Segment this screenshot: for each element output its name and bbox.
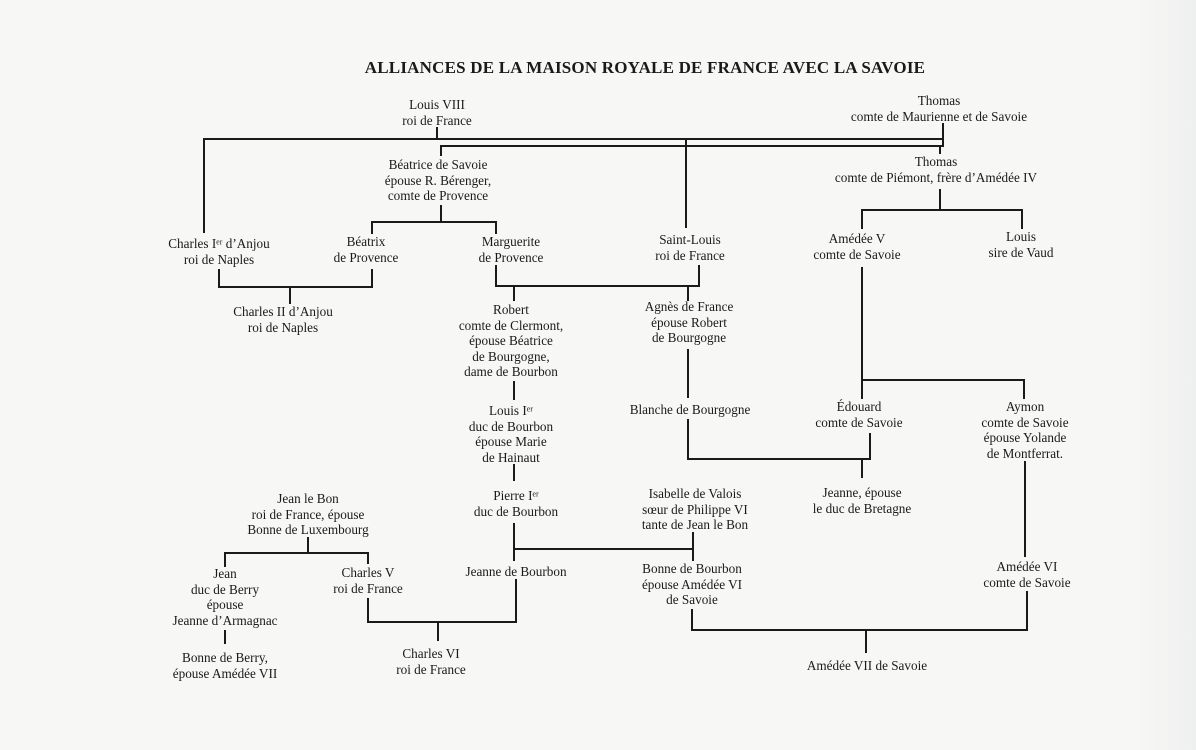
- person-amedee-vii: Amédée VII de Savoie: [806, 658, 928, 673]
- person-bonne-de-berry: Bonne de Berry,épouse Amédée VII: [172, 650, 278, 681]
- person-jeanne-de-bourbon: Jeanne de Bourbon: [465, 564, 567, 579]
- connector-thomas-maurienne: [440, 123, 944, 156]
- connector-charles-vi: [367, 579, 517, 641]
- connector-pierre-isabelle: [513, 523, 694, 561]
- connector-amedee-vii: [691, 591, 1028, 653]
- page-edge-shadow: [1136, 0, 1196, 750]
- connector-beatrice-children: [371, 205, 497, 234]
- connector-thomas-piemont-children: [861, 189, 1023, 229]
- person-blanche-de-bourgogne: Blanche de Bourgogne: [629, 402, 751, 417]
- diagram-title: ALLIANCES DE LA MAISON ROYALE DE FRANCE …: [364, 58, 926, 77]
- connector-saint-louis-children: [495, 265, 700, 301]
- connector-louis-viii: [203, 127, 944, 233]
- connector-jeanne-bretagne: [687, 419, 871, 478]
- connector-amedee-v-children: [861, 267, 1025, 399]
- connector-charles-ii: [218, 269, 373, 304]
- connector-jean-le-bon-children: [224, 537, 369, 567]
